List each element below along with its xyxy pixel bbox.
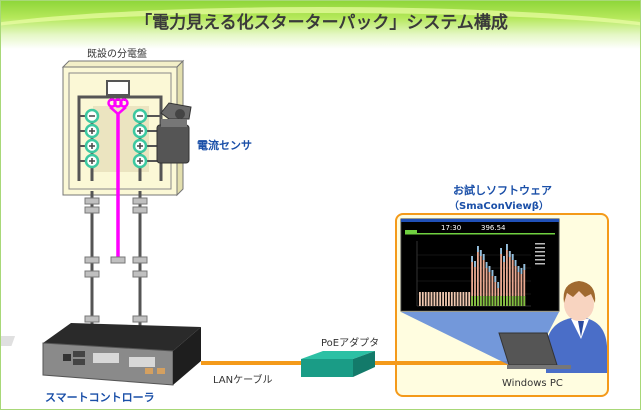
screen-bar-top: [514, 260, 517, 266]
software-name-label: （SmaConViewβ）: [449, 201, 549, 212]
screen-bar: [494, 276, 497, 306]
screen-bar-top: [517, 266, 520, 272]
screen-bar-top: [506, 244, 508, 250]
screen-bar-base: [477, 296, 479, 306]
screen-bar: [442, 292, 444, 306]
screen-bar: [436, 292, 439, 306]
screen-bar: [482, 254, 485, 306]
screen-bar-top: [523, 264, 526, 270]
screen-bar: [427, 292, 430, 306]
screen-bar-top: [494, 276, 497, 282]
screen-bar: [421, 292, 424, 306]
poe-adapter-label: PoEアダプタ: [321, 338, 380, 349]
screen-bars: [419, 244, 526, 306]
screen-bar: [517, 266, 520, 306]
screen-bar: [419, 292, 421, 306]
screen-bar: [514, 260, 517, 306]
screen-bar: [424, 292, 427, 306]
screen-bar: [430, 292, 433, 306]
screen-bar-base: [488, 296, 491, 306]
header-banner: 「電力見える化スターターパック」システム構成: [1, 1, 640, 49]
screen-bar: [471, 256, 473, 306]
screen-bar-top: [477, 246, 479, 252]
screen-bar-top: [488, 266, 491, 272]
header-swoosh: [1, 7, 640, 73]
trial-software-label: お試しソフトウェア: [453, 184, 552, 197]
laptop-pc: [498, 332, 571, 369]
screen-bar-base: [474, 296, 476, 306]
screen-bar-base: [520, 296, 523, 306]
screen-bar-base: [508, 296, 511, 306]
screen-bar-top: [491, 270, 494, 276]
screen-bar: [500, 248, 502, 306]
screen-bar-base: [497, 296, 500, 306]
screen-legend: [535, 243, 545, 265]
screen-bar: [491, 270, 494, 306]
screen-bar: [459, 292, 462, 306]
screen-bar-base: [471, 296, 473, 306]
screen-bar: [448, 292, 450, 306]
screen-bar-top: [497, 282, 500, 288]
screen-bar: [456, 292, 459, 306]
screen-bar: [453, 292, 456, 306]
screen-bar-top: [474, 261, 476, 267]
lan-cable-label: LANケーブル: [213, 375, 273, 386]
screen-bar: [497, 282, 500, 306]
person-user: [546, 281, 607, 373]
sensor-cables: [84, 191, 148, 331]
screen-bar: [511, 254, 514, 306]
screen-bar: [474, 261, 476, 306]
screen-bar-base: [479, 296, 482, 306]
screen-bar-top: [511, 254, 514, 260]
distribution-board-label: 既設の分電盤: [87, 49, 147, 60]
screen-bar-base: [506, 296, 508, 306]
screen-bar-base: [511, 296, 514, 306]
screen-bar: [506, 244, 508, 306]
screen-value: 396.54: [481, 224, 506, 232]
screen-bar: [479, 250, 482, 306]
screen-bar: [439, 292, 442, 306]
smart-controller-device: [1, 323, 201, 386]
screen-bar-base: [517, 296, 520, 306]
screen-bar: [523, 264, 526, 306]
screen-bar-base: [491, 296, 494, 306]
screen-bar: [450, 292, 453, 306]
current-sensor-device: [156, 102, 192, 164]
screen-bar: [485, 262, 488, 306]
screen-time: 17:30: [441, 224, 461, 232]
screen-bar: [503, 256, 505, 306]
screen-bar: [477, 246, 479, 306]
screen-bar: [520, 268, 523, 306]
screen-bar-base: [523, 296, 526, 306]
smart-controller-label: スマートコントローラ: [45, 391, 155, 404]
screen-bar-base: [500, 296, 502, 306]
windows-pc-label: Windows PC: [502, 378, 563, 389]
screen-bar-top: [520, 268, 523, 274]
screen-bar-top: [471, 256, 473, 262]
screen-bar: [462, 292, 465, 306]
screen-bar: [508, 251, 511, 306]
screen-bar: [433, 292, 436, 306]
screen-bar-top: [482, 254, 485, 260]
current-sensor-label: 電流センサ: [197, 139, 252, 152]
software-screenshot: 17:30 396.54: [400, 218, 560, 312]
poe-adapter-device: [301, 351, 375, 377]
screen-bar-top: [485, 262, 488, 268]
screen-bar: [488, 266, 491, 306]
screen-bar-top: [503, 256, 505, 262]
screen-bar-top: [500, 248, 502, 254]
screen-bar-base: [482, 296, 485, 306]
screen-bar: [468, 292, 471, 306]
screen-bar-base: [494, 296, 497, 306]
screen-bar-base: [514, 296, 517, 306]
screen-bar-top: [508, 251, 511, 257]
screen-bar-base: [485, 296, 488, 306]
screen-bar-top: [479, 250, 482, 256]
screen-bar-base: [503, 296, 505, 306]
screen-bar: [445, 292, 447, 306]
screen-bar: [465, 292, 468, 306]
page-title: 「電力見える化スターターパック」システム構成: [135, 13, 508, 33]
